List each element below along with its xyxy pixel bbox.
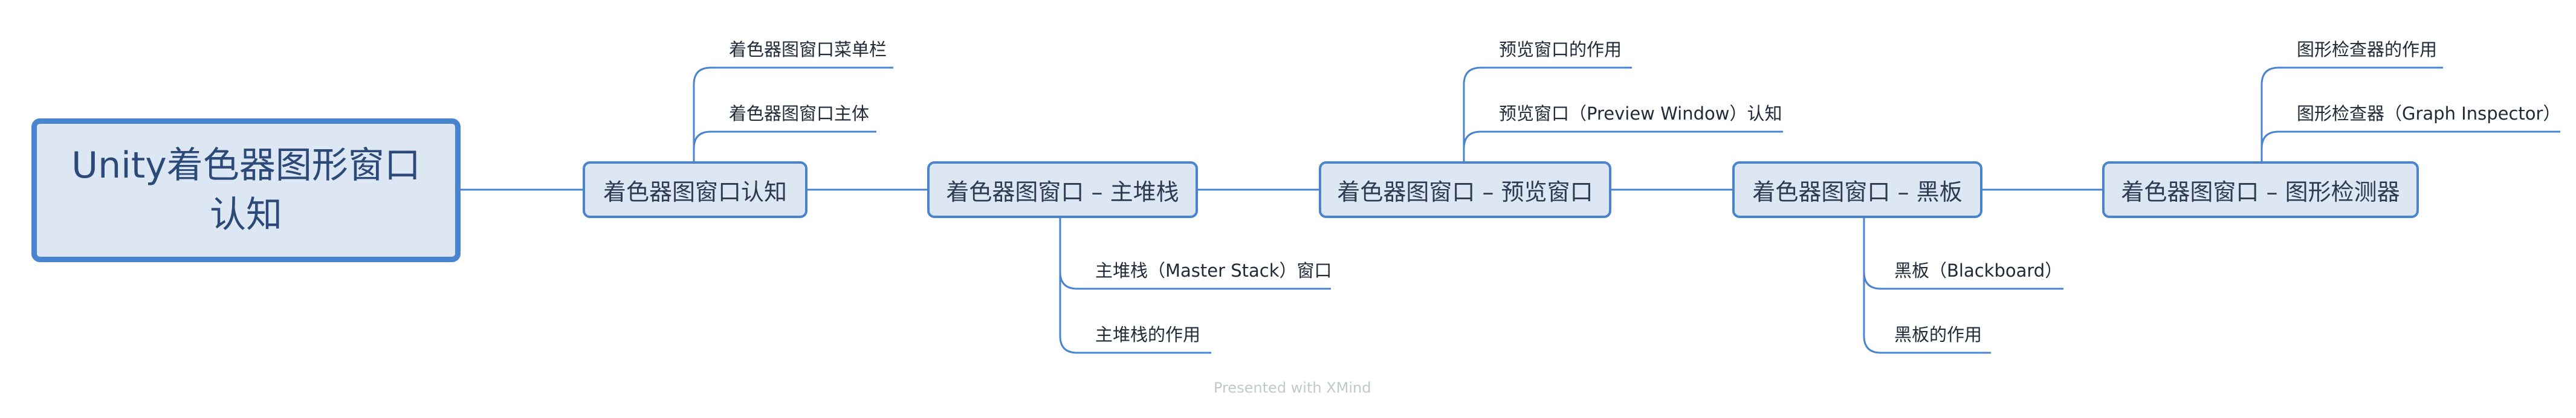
connector-b5-c1 xyxy=(2260,66,2443,161)
subtopic-preview-window[interactable]: 预览窗口（Preview Window）认知 xyxy=(1499,103,1782,124)
root-topic-label: Unity着色器图形窗口认知 xyxy=(71,144,421,236)
connector-b3-c2 xyxy=(1463,130,1783,161)
topic-preview-window[interactable]: 着色器图窗口 – 预览窗口 xyxy=(1319,161,1611,218)
connector-b1-c2 xyxy=(693,130,876,161)
subtopic-master-stack-purpose[interactable]: 主堆栈的作用 xyxy=(1095,324,1201,345)
xmind-credit: Presented with XMind xyxy=(1214,379,1371,396)
subtopic-window-body[interactable]: 着色器图窗口主体 xyxy=(729,103,870,124)
topic-label: 着色器图窗口 – 图形检测器 xyxy=(2121,178,2400,205)
connector-b1-c1 xyxy=(693,66,893,161)
topic-label: 着色器图窗口 – 主堆栈 xyxy=(946,178,1179,205)
subtopic-graph-inspector[interactable]: 图形检查器（Graph Inspector） xyxy=(2297,103,2561,124)
topic-window-overview[interactable]: 着色器图窗口认知 xyxy=(583,161,807,218)
topic-label: 着色器图窗口 – 预览窗口 xyxy=(1337,178,1593,205)
connector-b5-c2 xyxy=(2260,130,2560,161)
subtopic-blackboard[interactable]: 黑板（Blackboard） xyxy=(1894,260,2063,281)
subtopic-menu-bar[interactable]: 着色器图窗口菜单栏 xyxy=(729,39,887,60)
topic-graph-inspector[interactable]: 着色器图窗口 – 图形检测器 xyxy=(2102,161,2419,218)
topic-label: 着色器图窗口 – 黑板 xyxy=(1752,178,1963,205)
connector-b2-c2 xyxy=(1059,218,1211,354)
topic-master-stack[interactable]: 着色器图窗口 – 主堆栈 xyxy=(927,161,1198,218)
connector-b3-c1 xyxy=(1463,66,1632,161)
subtopic-blackboard-purpose[interactable]: 黑板的作用 xyxy=(1894,324,1982,345)
root-topic[interactable]: Unity着色器图形窗口认知 xyxy=(31,118,461,262)
subtopic-master-stack-window[interactable]: 主堆栈（Master Stack）窗口 xyxy=(1095,260,1332,281)
subtopic-preview-purpose[interactable]: 预览窗口的作用 xyxy=(1499,39,1622,60)
connector-b4-c2 xyxy=(1863,218,1991,354)
topic-blackboard[interactable]: 着色器图窗口 – 黑板 xyxy=(1732,161,1982,218)
subtopic-inspector-purpose[interactable]: 图形检查器的作用 xyxy=(2297,39,2438,60)
topic-label: 着色器图窗口认知 xyxy=(603,178,787,205)
